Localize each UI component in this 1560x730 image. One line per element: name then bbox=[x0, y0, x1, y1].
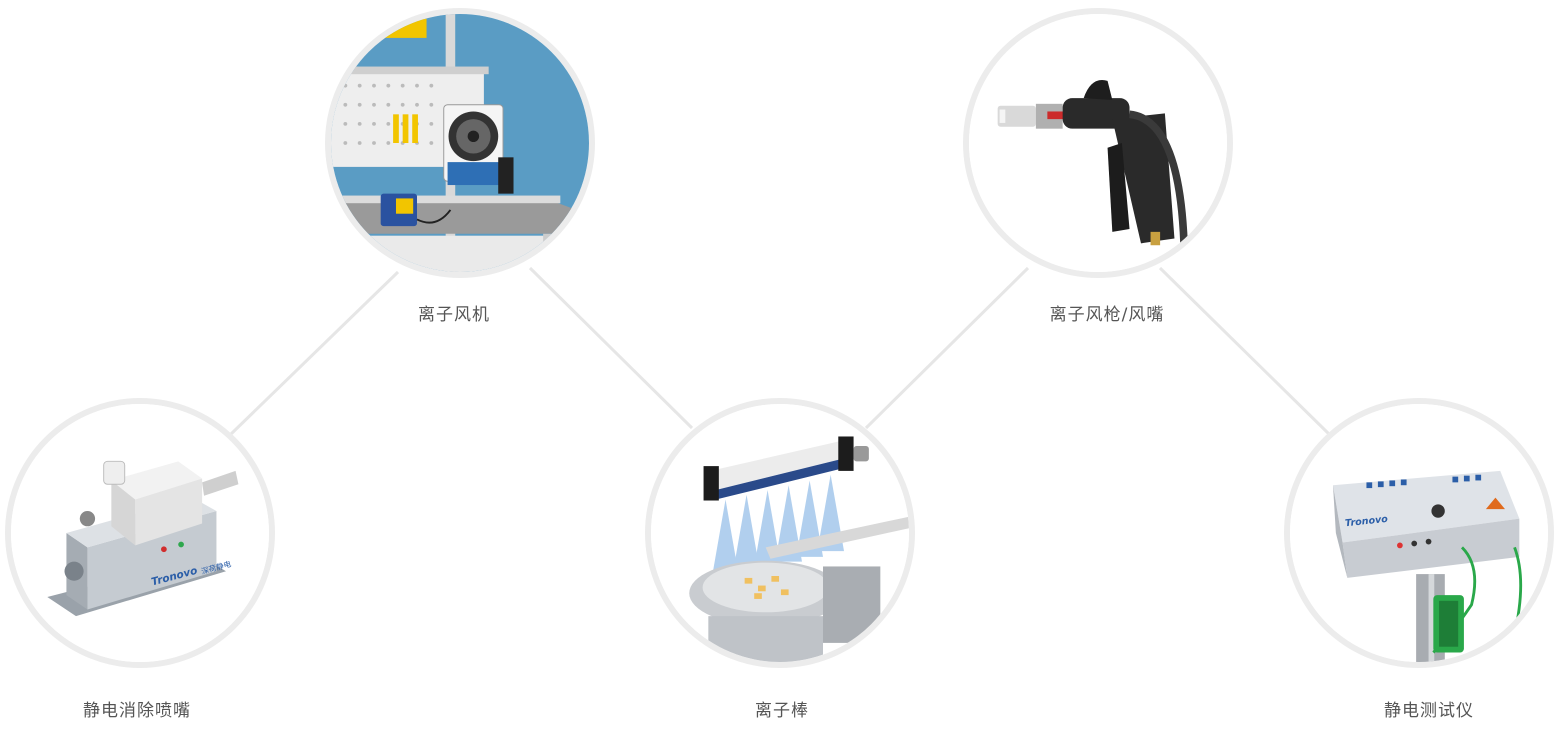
product-label: 静电测试仪 bbox=[1384, 701, 1474, 721]
ion-air-gun-image bbox=[963, 8, 1233, 278]
product-label: 静电消除喷嘴 bbox=[83, 701, 191, 721]
product-label: 离子风枪/风嘴 bbox=[1049, 305, 1165, 325]
ion-air-gun-icon bbox=[969, 14, 1227, 272]
connector-gun-tester bbox=[1158, 266, 1332, 437]
connector-bar-gun bbox=[864, 266, 1030, 430]
ion-bar-icon bbox=[651, 404, 909, 662]
ionizing-fan-image bbox=[325, 8, 595, 278]
static-tester-icon: Tronovo bbox=[1290, 404, 1548, 662]
product-label: 离子风机 bbox=[418, 305, 490, 325]
ionizing-fan-icon bbox=[331, 14, 589, 272]
product-label: 离子棒 bbox=[755, 701, 809, 721]
static-nozzle-icon: Tronovo 深荷静电 bbox=[11, 404, 269, 662]
connector-fan-bar bbox=[528, 266, 694, 430]
ion-bar-image bbox=[645, 398, 915, 668]
brand-name: Tronovo bbox=[1345, 514, 1389, 529]
connector-fan-nozzle bbox=[228, 270, 400, 437]
static-tester-image: Tronovo bbox=[1284, 398, 1554, 668]
static-nozzle-image: Tronovo 深荷静电 bbox=[5, 398, 275, 668]
